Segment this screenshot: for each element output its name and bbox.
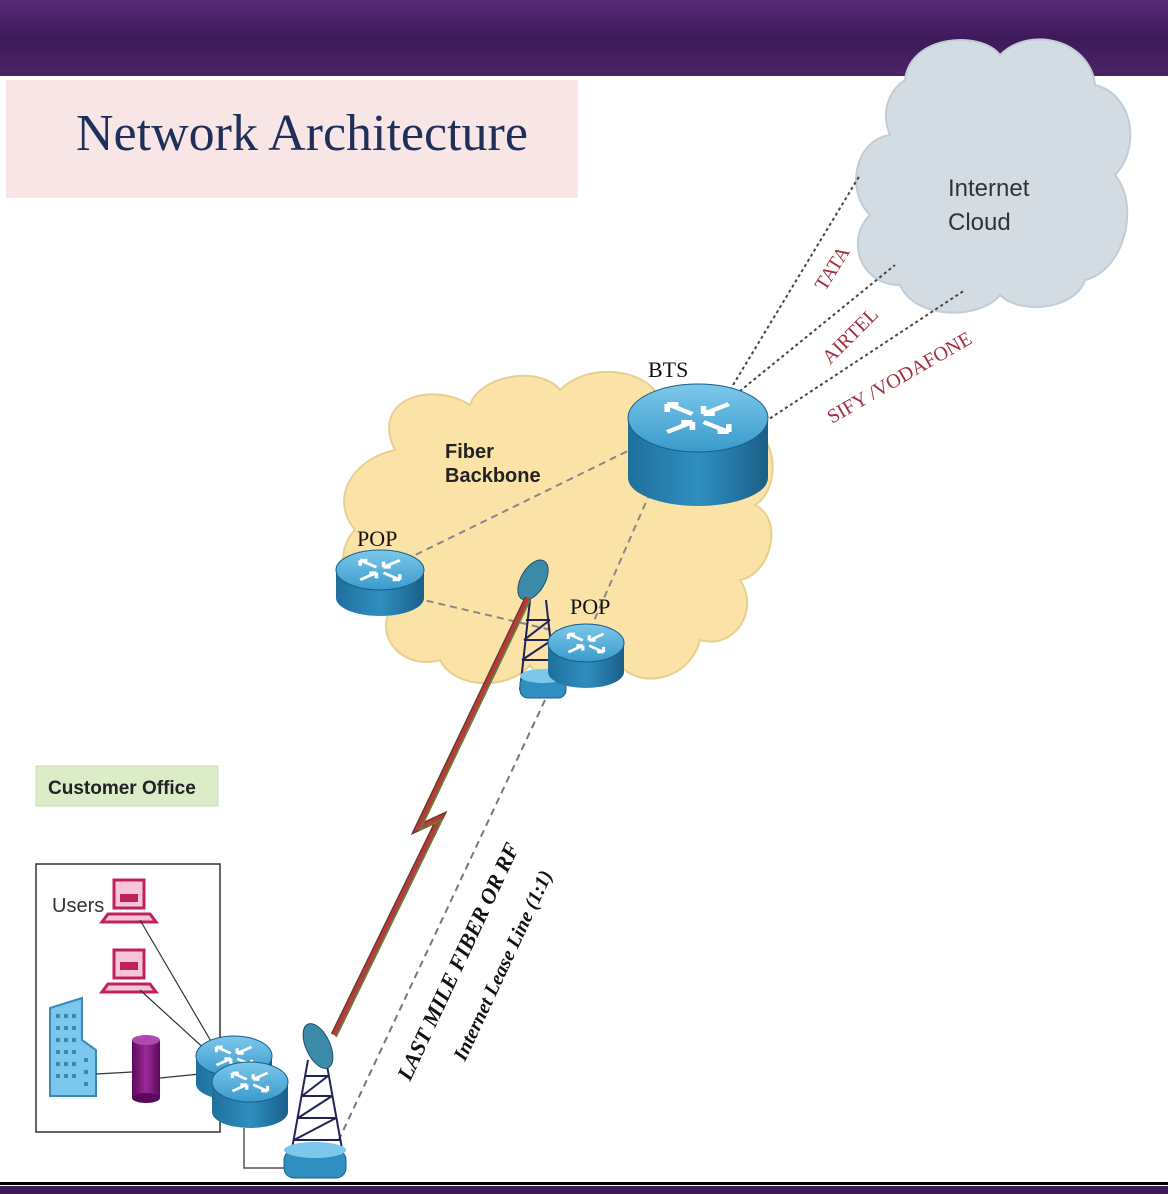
internet-cloud-line2: Cloud [948, 209, 1011, 236]
users-label: Users [52, 895, 104, 917]
fiber-backbone-line1: Fiber [445, 441, 494, 463]
isp-links [729, 174, 966, 426]
server-icon [132, 1035, 160, 1103]
bts-label: BTS [648, 357, 688, 382]
bts-router: BTS [627, 357, 769, 506]
pop1-label: POP [357, 526, 397, 551]
isp-label-tata: TATA [811, 242, 855, 295]
customer-office-badge: Customer Office [35, 765, 219, 807]
title-banner [6, 80, 578, 198]
customer-office-label: Customer Office [48, 778, 196, 799]
internet-cloud: Internet Cloud [855, 38, 1132, 314]
customer-tower-icon [283, 1023, 347, 1179]
footer-bar [0, 1186, 1168, 1194]
footer-line [0, 1182, 1168, 1185]
pop2-label: POP [570, 594, 610, 619]
fiber-backbone-line2: Backbone [445, 465, 541, 487]
internet-cloud-line1: Internet [948, 175, 1030, 202]
customer-router [211, 1061, 289, 1128]
isp-label-airtel: AIRTEL [818, 304, 883, 369]
pop-router-2: POP [547, 594, 625, 688]
page-title: Network Architecture [76, 105, 528, 162]
laptop-icon [99, 948, 159, 994]
router-tower-cable [243, 1128, 300, 1169]
rf-link [330, 596, 532, 1038]
building-icon [49, 996, 97, 1097]
lease-line-link [334, 699, 546, 1149]
office-links [95, 919, 216, 1079]
pop-router-1: POP [335, 526, 425, 616]
laptop-icon [99, 878, 159, 924]
customer-office-box [35, 863, 221, 1133]
